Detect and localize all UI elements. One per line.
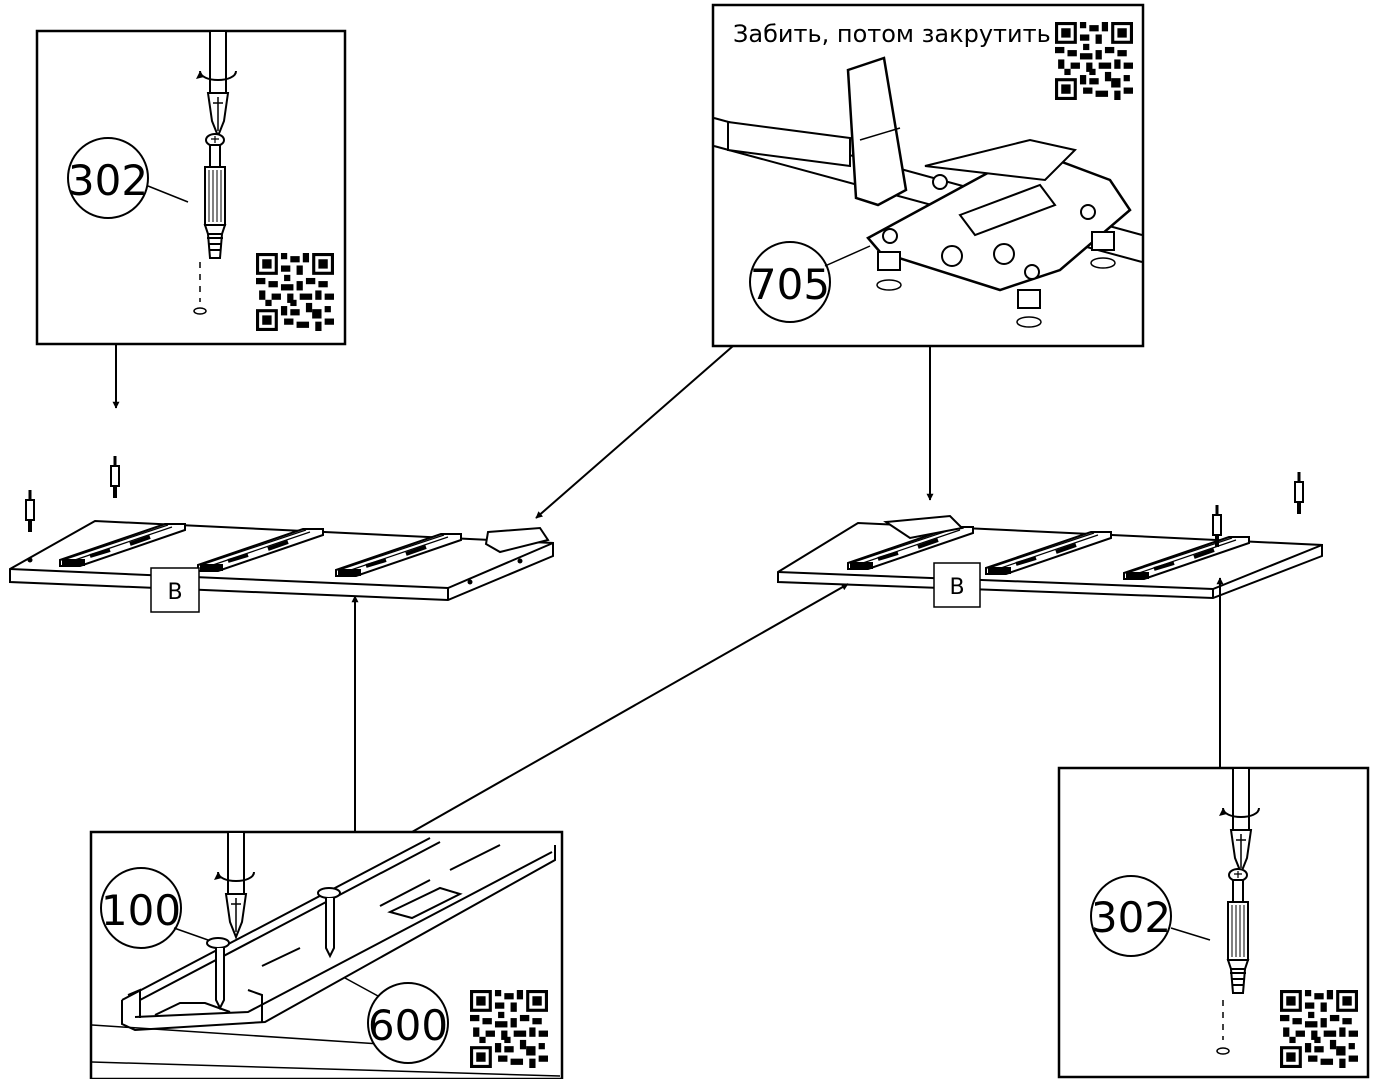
part-label-302: 302 xyxy=(68,156,148,205)
arrows xyxy=(112,344,1224,833)
part-label-705: 705 xyxy=(750,260,830,309)
arrow-to-left-panel xyxy=(535,345,734,519)
panel-label-left: B xyxy=(167,580,182,605)
dowel-icon xyxy=(110,455,120,499)
instruction-note: Забить, потом закрутить xyxy=(733,20,1051,48)
hammer-icon xyxy=(727,56,908,207)
panel-label-right: B xyxy=(949,575,964,600)
qr-code-icon xyxy=(470,990,548,1068)
dowel-inset-left: 302 xyxy=(35,29,347,346)
hinge-inset: Забить, потом закрутить 705 xyxy=(711,3,1145,348)
dowel-icon xyxy=(1294,471,1304,515)
qr-code-icon xyxy=(1055,22,1133,100)
qr-code-icon xyxy=(256,253,334,331)
rail-inset: 100 600 xyxy=(89,830,564,1079)
arrow-up-right-panel xyxy=(411,583,849,833)
part-label-302-right: 302 xyxy=(1091,893,1171,942)
qr-code-icon xyxy=(1280,990,1358,1068)
dowel-icon xyxy=(25,489,35,533)
panel-left: B xyxy=(9,455,554,613)
panel-right: B xyxy=(777,471,1323,608)
part-label-100: 100 xyxy=(101,886,181,935)
part-label-600: 600 xyxy=(368,1001,448,1050)
dowel-inset-right: 302 xyxy=(1057,766,1370,1079)
